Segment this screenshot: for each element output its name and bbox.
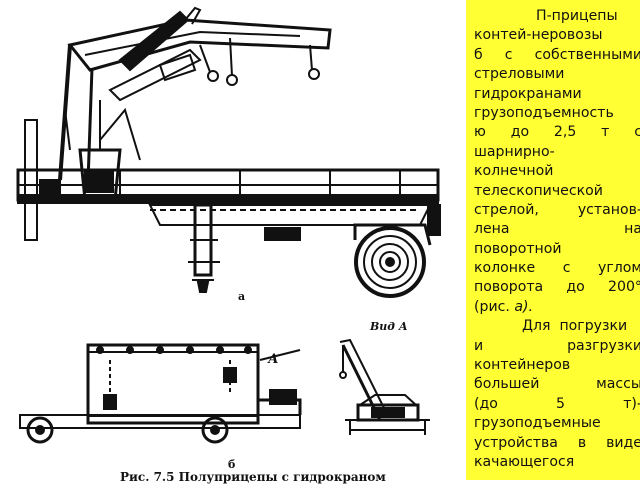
word: грузоподъемные xyxy=(474,415,601,432)
figure-label-view-a: Вид А xyxy=(370,320,408,333)
word: собственными xyxy=(534,46,640,63)
word: с xyxy=(562,260,571,277)
word: с xyxy=(634,124,640,141)
word: П-прицепы xyxy=(536,8,618,24)
word: т xyxy=(601,124,610,141)
text-line: контей-неровозы xyxy=(474,26,640,45)
text-line: шарнирно- xyxy=(474,143,640,162)
outrigger-leg xyxy=(188,203,220,293)
word: большей xyxy=(474,376,540,393)
text-line: большей массы xyxy=(474,375,640,394)
text-line: (до 5 т)- xyxy=(474,395,640,414)
text-line: стреловыми xyxy=(474,65,640,84)
text-line: контейнеров xyxy=(474,356,640,375)
trailer-wheel xyxy=(353,204,441,298)
word: стреловыми xyxy=(474,66,565,83)
word: качающегося xyxy=(474,453,575,470)
word: с xyxy=(504,46,513,63)
word: гидрокранами xyxy=(474,85,582,102)
figure-caption: Рис. 7.5 Полуприцепы с гидрокраном xyxy=(120,470,386,484)
trailer-platform xyxy=(16,119,440,241)
trailer-crane-drawing xyxy=(16,6,441,444)
word: до xyxy=(566,279,585,296)
word: колонке xyxy=(474,260,536,277)
view-a-crane xyxy=(339,338,430,435)
text-line: грузоподъемные xyxy=(474,414,640,433)
text-line: устройства в виде xyxy=(474,434,640,453)
text-panel: П-прицепы контей-неровозы б с собственными… xyxy=(466,0,640,480)
word: 5 xyxy=(556,395,566,412)
text-body: П-прицепы контей-неровозы б с собственными… xyxy=(474,7,640,472)
word: т)- xyxy=(623,395,640,412)
figure-arrow-label-a: А xyxy=(268,352,279,367)
word: погрузки xyxy=(559,318,628,335)
word: (рис. xyxy=(474,298,510,315)
word: и xyxy=(474,337,484,354)
word: колнечной xyxy=(474,163,554,180)
figure-label-b: б xyxy=(228,458,236,471)
word: Для xyxy=(522,318,551,335)
text-line: поворотной xyxy=(474,240,640,259)
word: контей-неровозы xyxy=(474,27,603,44)
word: установ- xyxy=(577,201,640,218)
word: виде xyxy=(606,434,640,451)
text-line: качающегося xyxy=(474,453,640,472)
word: стрелой, xyxy=(474,201,539,218)
word: шарнирно- xyxy=(474,143,555,160)
word: устройства xyxy=(474,434,558,451)
text-line: лена на xyxy=(474,220,640,239)
word: грузоподъемность xyxy=(474,104,614,121)
text-line: стрелой, установ- xyxy=(474,201,640,220)
word: в xyxy=(577,434,587,451)
word: поворотной xyxy=(474,240,562,257)
text-line: П-прицепы xyxy=(474,7,640,26)
text-line: ю до 2,5 т с xyxy=(474,123,640,142)
text-line: (рис. а). xyxy=(474,298,640,317)
word: до xyxy=(510,124,530,141)
crane-boom xyxy=(58,6,332,183)
word: 200° xyxy=(608,279,640,296)
word: б xyxy=(474,46,483,63)
word: массы xyxy=(596,376,640,393)
text-line: колонке с углом xyxy=(474,259,640,278)
figure-label-a: а xyxy=(238,290,246,303)
text-line: грузоподъемность xyxy=(474,104,640,123)
word: разгрузки xyxy=(567,337,640,354)
text-line: гидрокранами xyxy=(474,85,640,104)
word: на xyxy=(624,221,640,238)
word: углом xyxy=(597,260,640,277)
text-line: и разгрузки xyxy=(474,337,640,356)
container-trailer xyxy=(19,343,302,444)
word: лена xyxy=(474,221,510,238)
text-line: телескопической xyxy=(474,182,640,201)
technical-drawing: а Вид А А б Рис. 7.5 Полуприцепы с гидро… xyxy=(16,6,441,484)
text-line: Для погрузки xyxy=(474,317,640,336)
word: ю xyxy=(474,124,486,141)
text-line: колнечной xyxy=(474,162,640,181)
text-line: поворота до 200° xyxy=(474,278,640,297)
word: (до xyxy=(474,395,498,412)
word: телескопической xyxy=(474,182,603,199)
word: 2,5 xyxy=(553,124,577,141)
text-line: б с собственными xyxy=(474,46,640,65)
word: контейнеров xyxy=(474,357,571,374)
word: а). xyxy=(514,298,533,315)
word: поворота xyxy=(474,279,544,296)
